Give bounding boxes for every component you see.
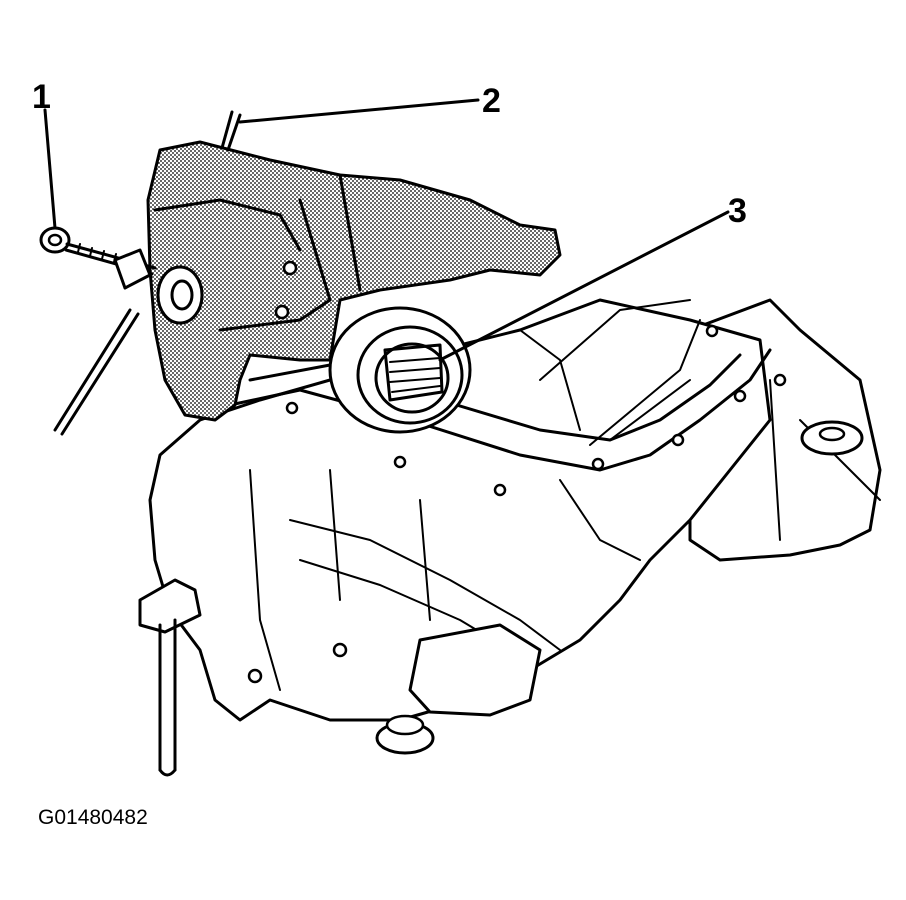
threaded-bolt xyxy=(39,226,157,290)
slide-rod xyxy=(53,110,242,436)
seal-puller-tool xyxy=(146,140,562,422)
transmission-case xyxy=(138,298,882,777)
callout-2-label: 2 xyxy=(482,82,501,120)
callout-3-leader xyxy=(438,210,730,362)
callout-1-leader xyxy=(43,108,57,230)
callout-1-label: 1 xyxy=(32,78,51,116)
figure-id: G01480482 xyxy=(38,806,148,829)
callout-3-label: 3 xyxy=(728,192,747,230)
output-seal-bore xyxy=(328,306,472,434)
callout-2-leader xyxy=(238,98,480,124)
